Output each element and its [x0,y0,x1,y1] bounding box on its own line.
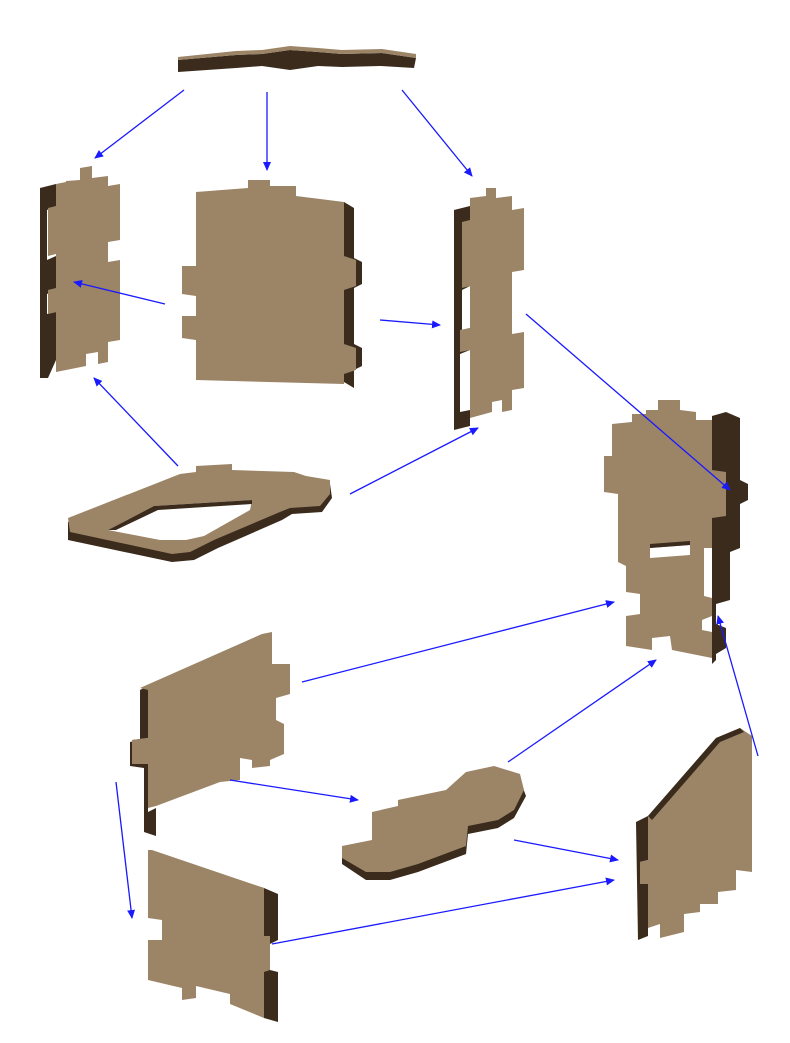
arrow [94,89,185,159]
arrow [349,427,479,495]
arrow [401,89,473,177]
arrow [507,659,657,763]
arrow [525,313,731,491]
assembly-arrows [73,89,759,945]
robot-front-panel [604,400,748,664]
base-frame [68,464,332,562]
arrow [379,319,441,329]
lower-right-panel [636,728,752,940]
left-side-panel [40,166,120,378]
right-side-panel [454,188,524,430]
arrow [73,279,166,305]
top-plate [178,46,416,72]
lower-left-panel [130,632,290,836]
arrow [229,779,359,803]
arrow [93,377,179,467]
bottom-left-panel [148,850,278,1022]
center-back-panel [182,180,362,388]
arrow [716,615,759,757]
arrow [301,600,615,683]
arrow [271,877,615,945]
arrow [115,781,136,919]
arrow [513,839,619,863]
center-small-plate [342,766,526,880]
